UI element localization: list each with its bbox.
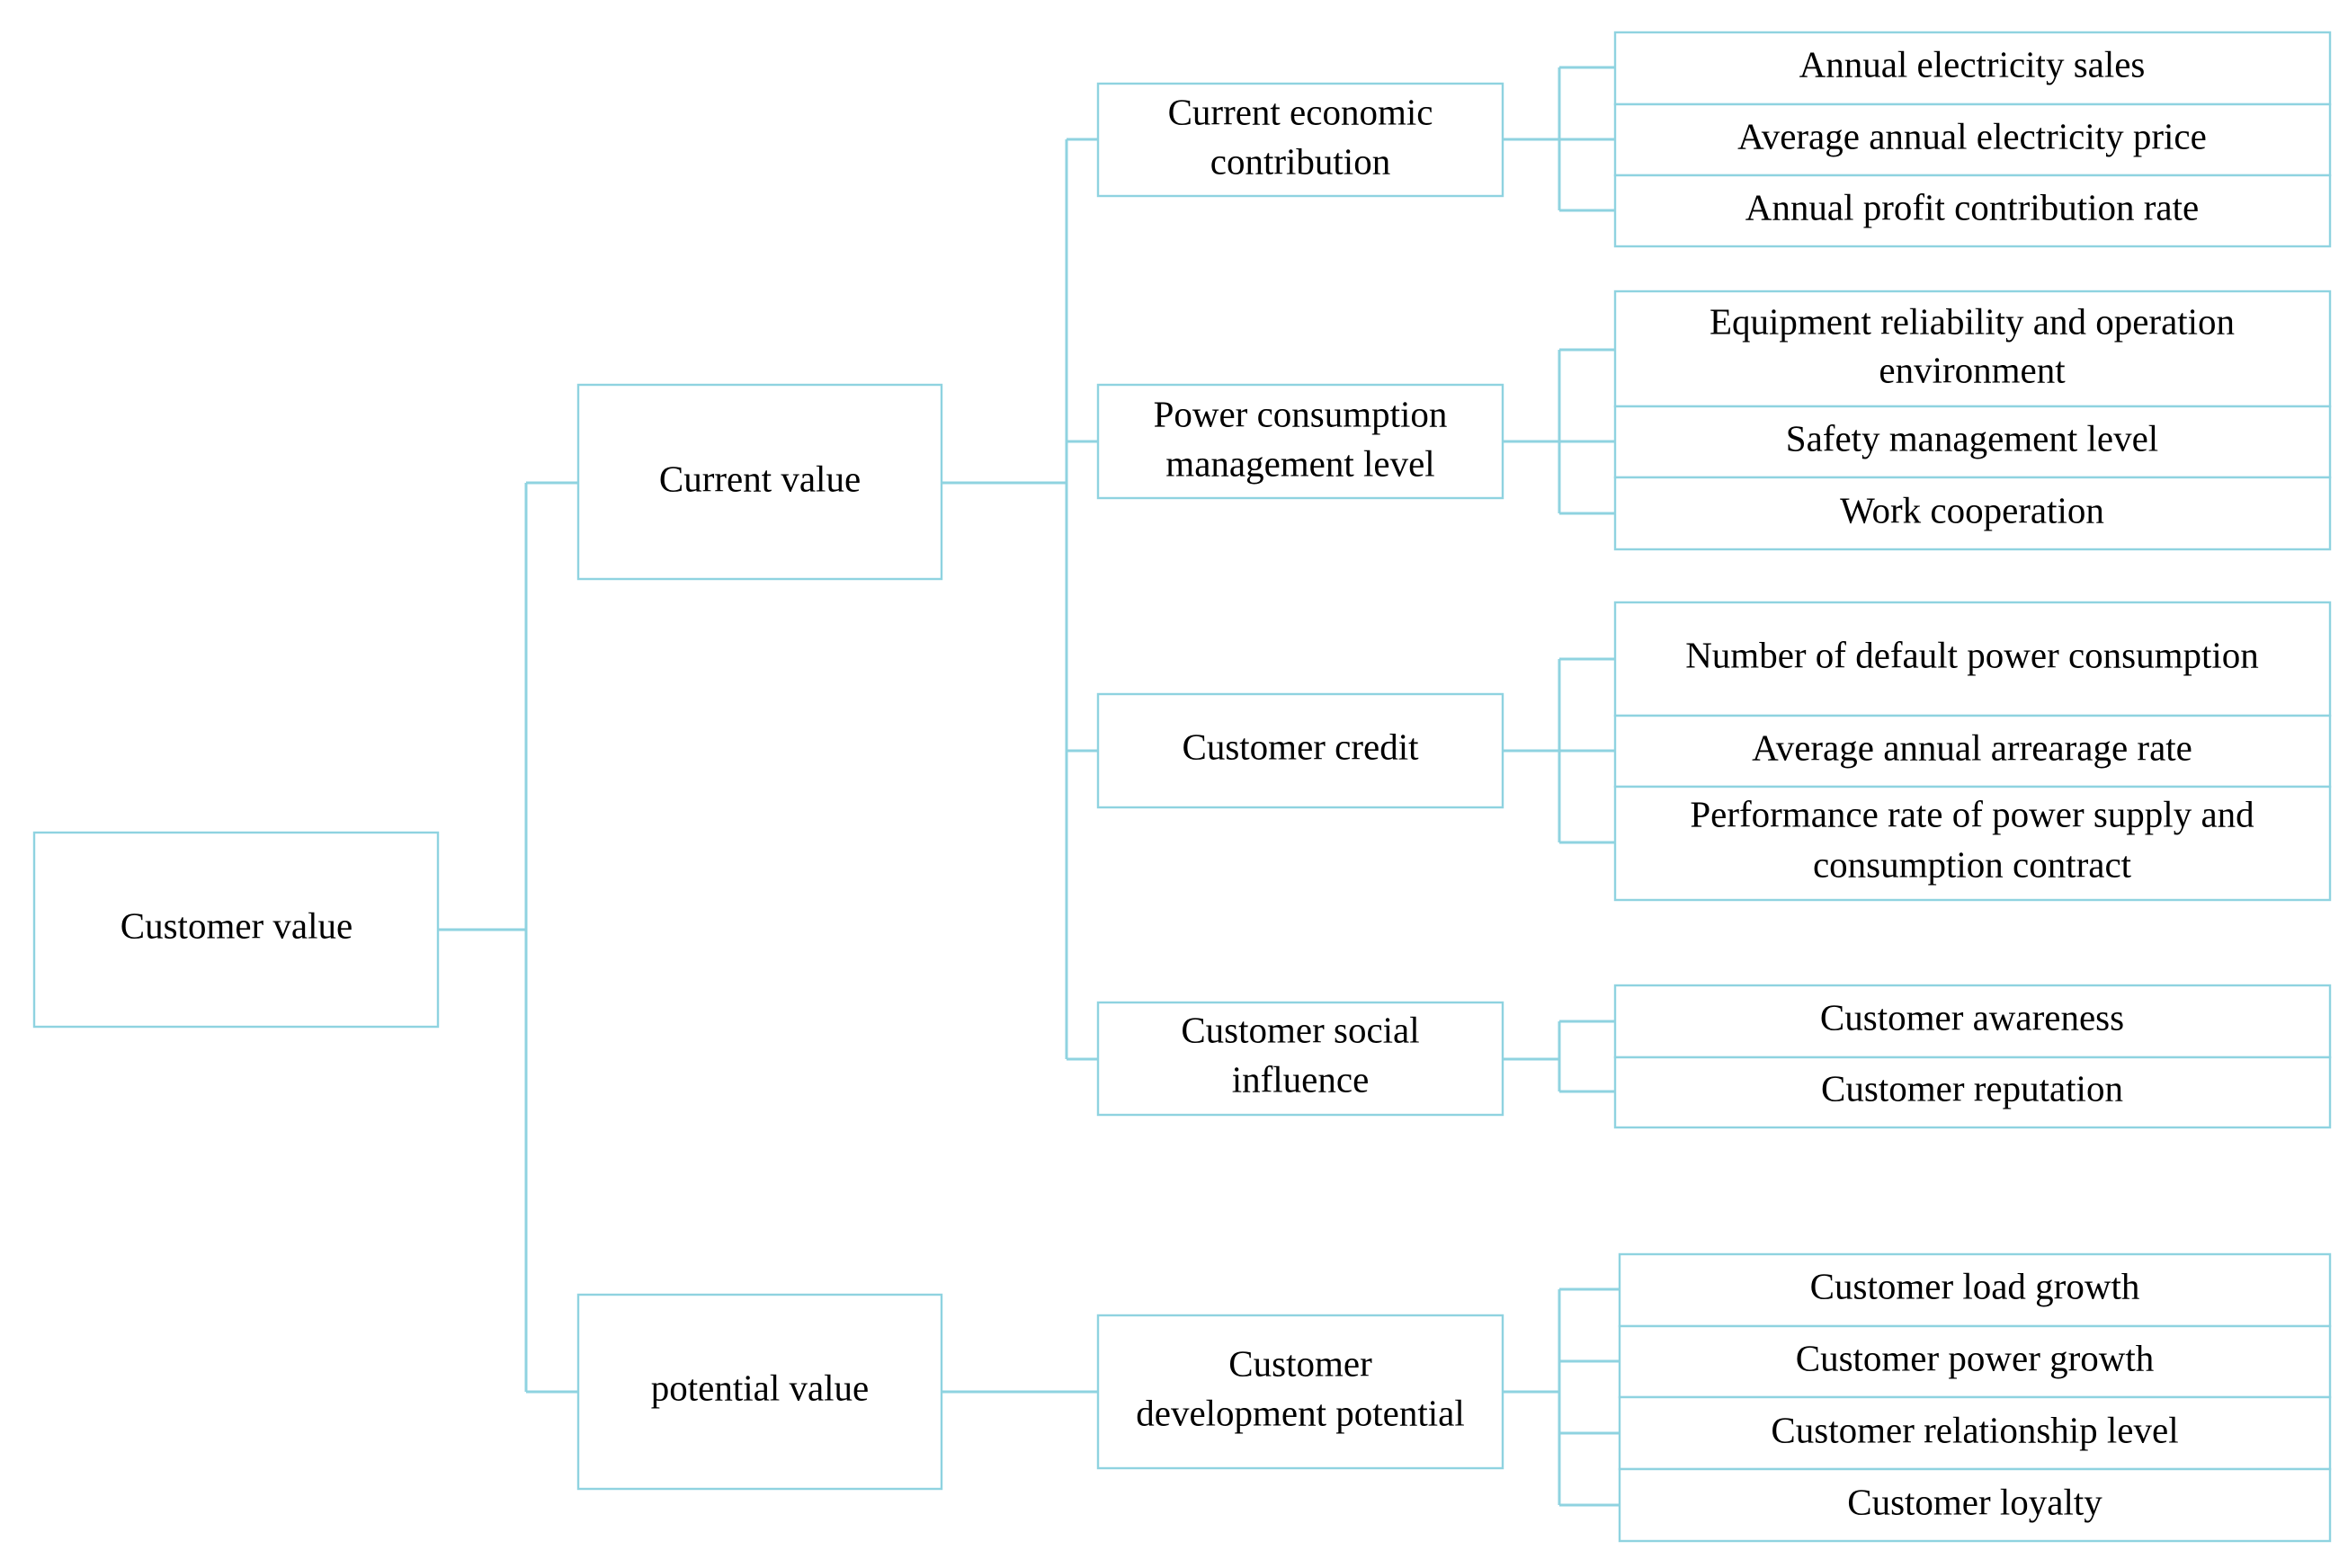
node-customer-credit: Customer credit <box>1096 692 1504 809</box>
indicator-profit-contribution-rate: Annual profit contribution rate <box>1745 186 2199 227</box>
node-current-value-label: Current value <box>659 458 861 499</box>
connector-current-value <box>942 138 1098 1061</box>
node-development-potential: Customer development potential <box>1096 1314 1504 1470</box>
indicator-customer-awareness: Customer awareness <box>1820 996 2124 1038</box>
indicator-safety-management-level: Safety management level <box>1786 417 2158 459</box>
indicator-group-development: Customer load growth Customer power grow… <box>1618 1252 2332 1543</box>
indicator-contract-performance-line-2: consumption contract <box>1813 843 2132 885</box>
indicator-group-credit: Number of default power consumption Aver… <box>1613 601 2332 902</box>
indicator-relationship-level: Customer relationship level <box>1771 1409 2178 1450</box>
node-social-influence: Customer social influence <box>1096 1001 1504 1117</box>
indicator-group-social: Customer awareness Customer reputation <box>1613 984 2332 1129</box>
connector-social <box>1503 1020 1615 1093</box>
indicator-arrearage-rate: Average annual arrearage rate <box>1752 726 2192 768</box>
indicator-customer-loyalty: Customer loyalty <box>1847 1481 2102 1522</box>
connector-root <box>438 481 578 1394</box>
indicator-customer-reputation: Customer reputation <box>1821 1067 2123 1109</box>
node-social-influence-label-line-1: Customer social <box>1181 1009 1419 1050</box>
node-economic-contribution-label-line-2: contribution <box>1210 140 1390 182</box>
connector-credit <box>1503 657 1615 844</box>
indicator-average-electricity-price: Average annual electricity price <box>1737 115 2207 156</box>
connector-economic <box>1503 66 1615 212</box>
node-economic-contribution: Current economic contribution <box>1096 82 1504 198</box>
indicator-power-growth: Customer power growth <box>1796 1337 2155 1378</box>
connector-development <box>1503 1287 1620 1507</box>
node-management-level-label-line-1: Power consumption <box>1154 393 1448 434</box>
node-development-potential-label-line-1: Customer <box>1228 1342 1372 1384</box>
node-social-influence-label-line-2: influence <box>1232 1058 1370 1100</box>
node-current-value: Current value <box>576 383 943 581</box>
node-management-level: Power consumption management level <box>1096 383 1504 500</box>
connectors <box>438 66 1620 1507</box>
indicator-contract-performance-line-1: Performance rate of power supply and <box>1690 793 2254 834</box>
node-potential-value-label: potential value <box>651 1367 870 1408</box>
node-customer-value: Customer value <box>32 831 440 1029</box>
node-development-potential-label-line-2: development potential <box>1136 1392 1464 1433</box>
node-management-level-label-line-2: management level <box>1165 442 1434 484</box>
indicator-load-growth: Customer load growth <box>1810 1265 2140 1306</box>
indicator-default-power-consumption: Number of default power consumption <box>1685 634 2259 675</box>
indicator-work-cooperation: Work cooperation <box>1840 489 2104 530</box>
node-customer-credit-label: Customer credit <box>1182 726 1419 767</box>
indicator-group-management: Equipment reliability and operation envi… <box>1613 290 2332 551</box>
indicator-group-economic: Annual electricity sales Average annual … <box>1613 31 2332 248</box>
connector-management <box>1503 348 1615 515</box>
indicator-equipment-reliability-line-2: environment <box>1879 349 2066 390</box>
node-economic-contribution-label-line-1: Current economic <box>1168 91 1433 132</box>
indicator-annual-electricity-sales: Annual electricity sales <box>1799 43 2146 85</box>
node-customer-value-label: Customer value <box>121 904 353 946</box>
indicator-equipment-reliability-line-1: Equipment reliability and operation <box>1710 300 2235 342</box>
node-potential-value: potential value <box>576 1293 943 1491</box>
